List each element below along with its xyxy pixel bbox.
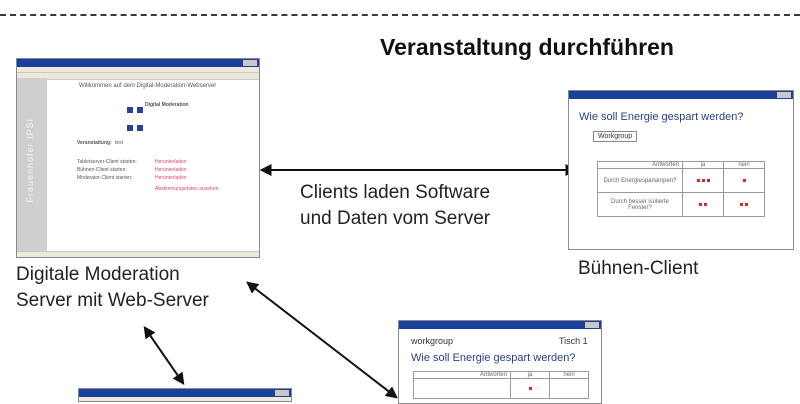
table-vote-table: Antworten ja nein xyxy=(413,371,589,399)
event-value: test xyxy=(115,140,124,146)
table-question: Wie soll Energie gespart werden? xyxy=(411,352,576,364)
table-yes-votes-0 xyxy=(510,378,550,399)
table-header-answers: Antworten xyxy=(413,371,511,379)
stage-question: Wie soll Energie gespart werden? xyxy=(579,111,744,123)
server-welcome-text: Willkommen auf dem Digital-Moderation-We… xyxy=(79,83,217,89)
link-download-0[interactable]: Herunterladen xyxy=(155,159,187,165)
table-row-0 xyxy=(413,378,511,399)
page-heading: Veranstaltung durchführen xyxy=(380,34,674,60)
link-label-0: Tabletserver-Client starten: xyxy=(77,159,137,165)
table-group-label: workgroup xyxy=(411,336,454,346)
link-download-2[interactable]: Herunterladen xyxy=(155,175,187,181)
stage-tab-workgroup[interactable]: Workgroup xyxy=(593,131,638,142)
server-browser-window: Frauenhofer IPSI Willkommen auf dem Digi… xyxy=(16,58,260,258)
table-col-yes: ja xyxy=(510,371,550,379)
server-window-menubar xyxy=(17,67,259,73)
link-label-1: Bühnen-Client starten: xyxy=(77,167,127,173)
stage-window-titlebar xyxy=(569,91,793,99)
top-dashed-divider xyxy=(0,14,800,16)
dm-logo xyxy=(127,101,144,137)
server-window-titlebar xyxy=(17,59,259,67)
link-label-2: Moderator-Client starten: xyxy=(77,175,133,181)
dm-logo-text: Digital Moderation xyxy=(145,102,189,108)
stage-vote-table: Antworten ja nein Durch Energiesparlampe… xyxy=(597,161,765,217)
stage-row-0: Durch Energiesparlampen? xyxy=(597,168,683,193)
server-caption: Digitale Moderation Server mit Web-Serve… xyxy=(16,264,209,311)
server-table-arrow xyxy=(246,281,398,399)
stage-client-caption: Bühnen-Client xyxy=(578,258,699,279)
moderator-window-menubar xyxy=(79,397,291,401)
stage-col-no: nein xyxy=(723,161,765,169)
server-side-band: Frauenhofer IPSI xyxy=(17,78,47,252)
table-no-votes-0 xyxy=(549,378,589,399)
link-download-1[interactable]: Herunterladen xyxy=(155,167,187,173)
table-client-window: workgroup Tisch 1 Wie soll Energie gespa… xyxy=(398,320,602,404)
stage-row-1: Durch besser isolierte Fenster? xyxy=(597,192,683,217)
view-votes-link[interactable]: Abstimmungsdaten ansehen xyxy=(155,186,219,192)
moderator-window-titlebar xyxy=(79,389,291,397)
stage-col-yes: ja xyxy=(682,161,724,169)
stage-yes-votes-0 xyxy=(682,168,724,193)
middle-caption: Clients laden Software und Daten vom Ser… xyxy=(300,182,491,229)
server-window-statusbar xyxy=(17,251,259,257)
server-window-toolbar xyxy=(17,73,259,80)
server-moderator-arrow xyxy=(143,326,185,385)
stage-header-answers: Antworten xyxy=(597,161,683,169)
table-number-label: Tisch 1 xyxy=(559,336,588,346)
stage-no-votes-0 xyxy=(723,168,765,193)
stage-yes-votes-1 xyxy=(682,192,724,217)
event-label: Veranstaltung: xyxy=(77,140,112,146)
table-col-no: nein xyxy=(549,371,589,379)
table-window-titlebar xyxy=(399,321,601,329)
stage-client-window: Wie soll Energie gespart werden? Workgro… xyxy=(568,90,794,250)
stage-no-votes-1 xyxy=(723,192,765,217)
